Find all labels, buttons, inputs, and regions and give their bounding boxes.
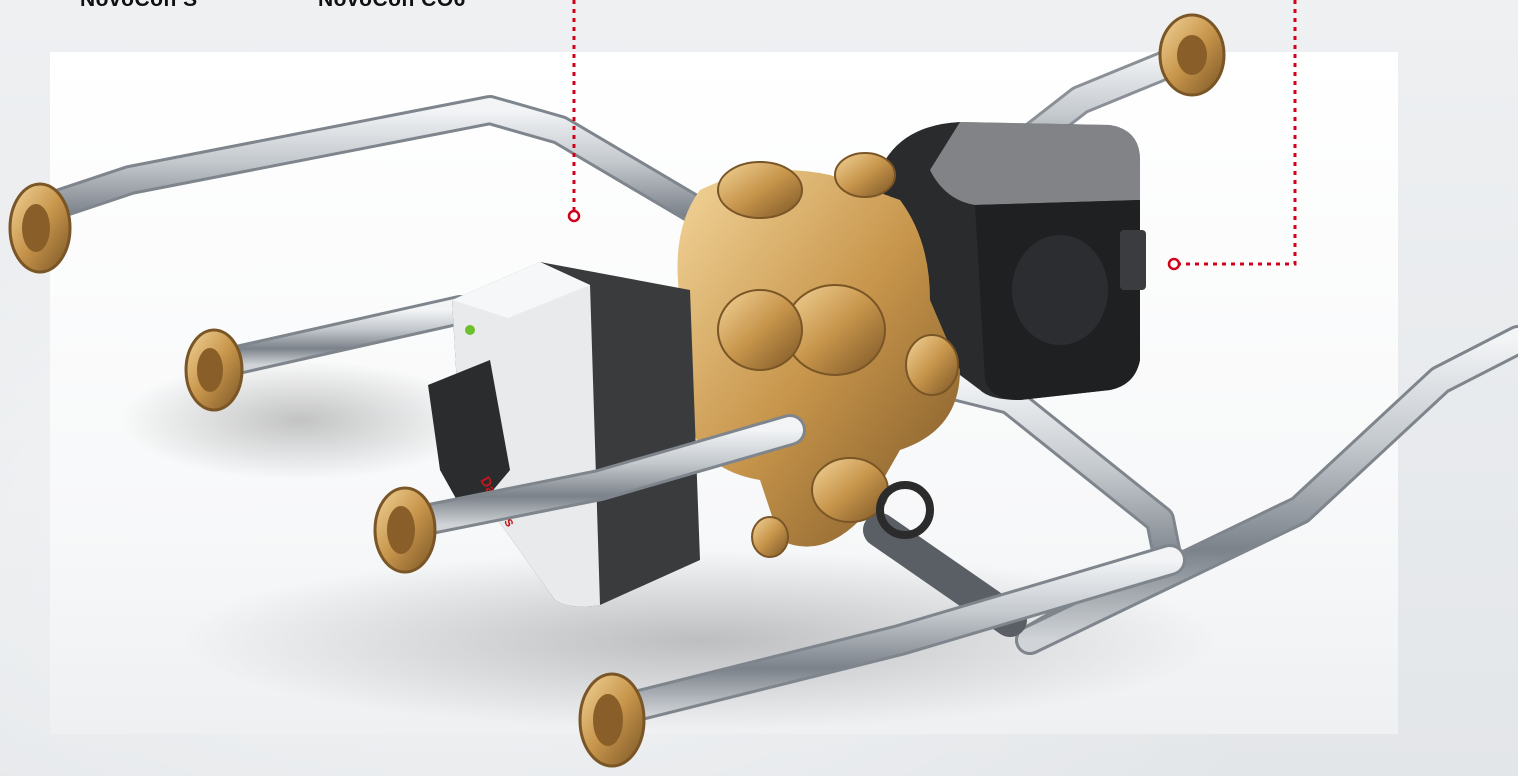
fitting-mid-left bbox=[184, 328, 244, 412]
fitting-group bbox=[8, 13, 1226, 768]
fitting-front-left bbox=[373, 486, 437, 574]
callout-dot-novocon-s bbox=[567, 209, 581, 223]
novocon-s-actuator: Danfoss bbox=[428, 262, 700, 607]
product-label-novocon-co6: NovoCon CO6 bbox=[318, 0, 466, 12]
novocon-co6-actuator bbox=[880, 122, 1146, 400]
callout-dot-novocon-co6 bbox=[1167, 257, 1181, 271]
pipe-group-front bbox=[384, 414, 1186, 731]
callout-line-novocon-co6 bbox=[1180, 0, 1297, 266]
fitting-top-left bbox=[8, 182, 72, 274]
fitting-top-right bbox=[1158, 13, 1226, 97]
callout-lines bbox=[572, 0, 1297, 266]
fitting-bottom bbox=[578, 672, 646, 768]
floor-shadow-left bbox=[120, 360, 480, 480]
product-label-novocon-s: NovoCon S bbox=[80, 0, 198, 12]
